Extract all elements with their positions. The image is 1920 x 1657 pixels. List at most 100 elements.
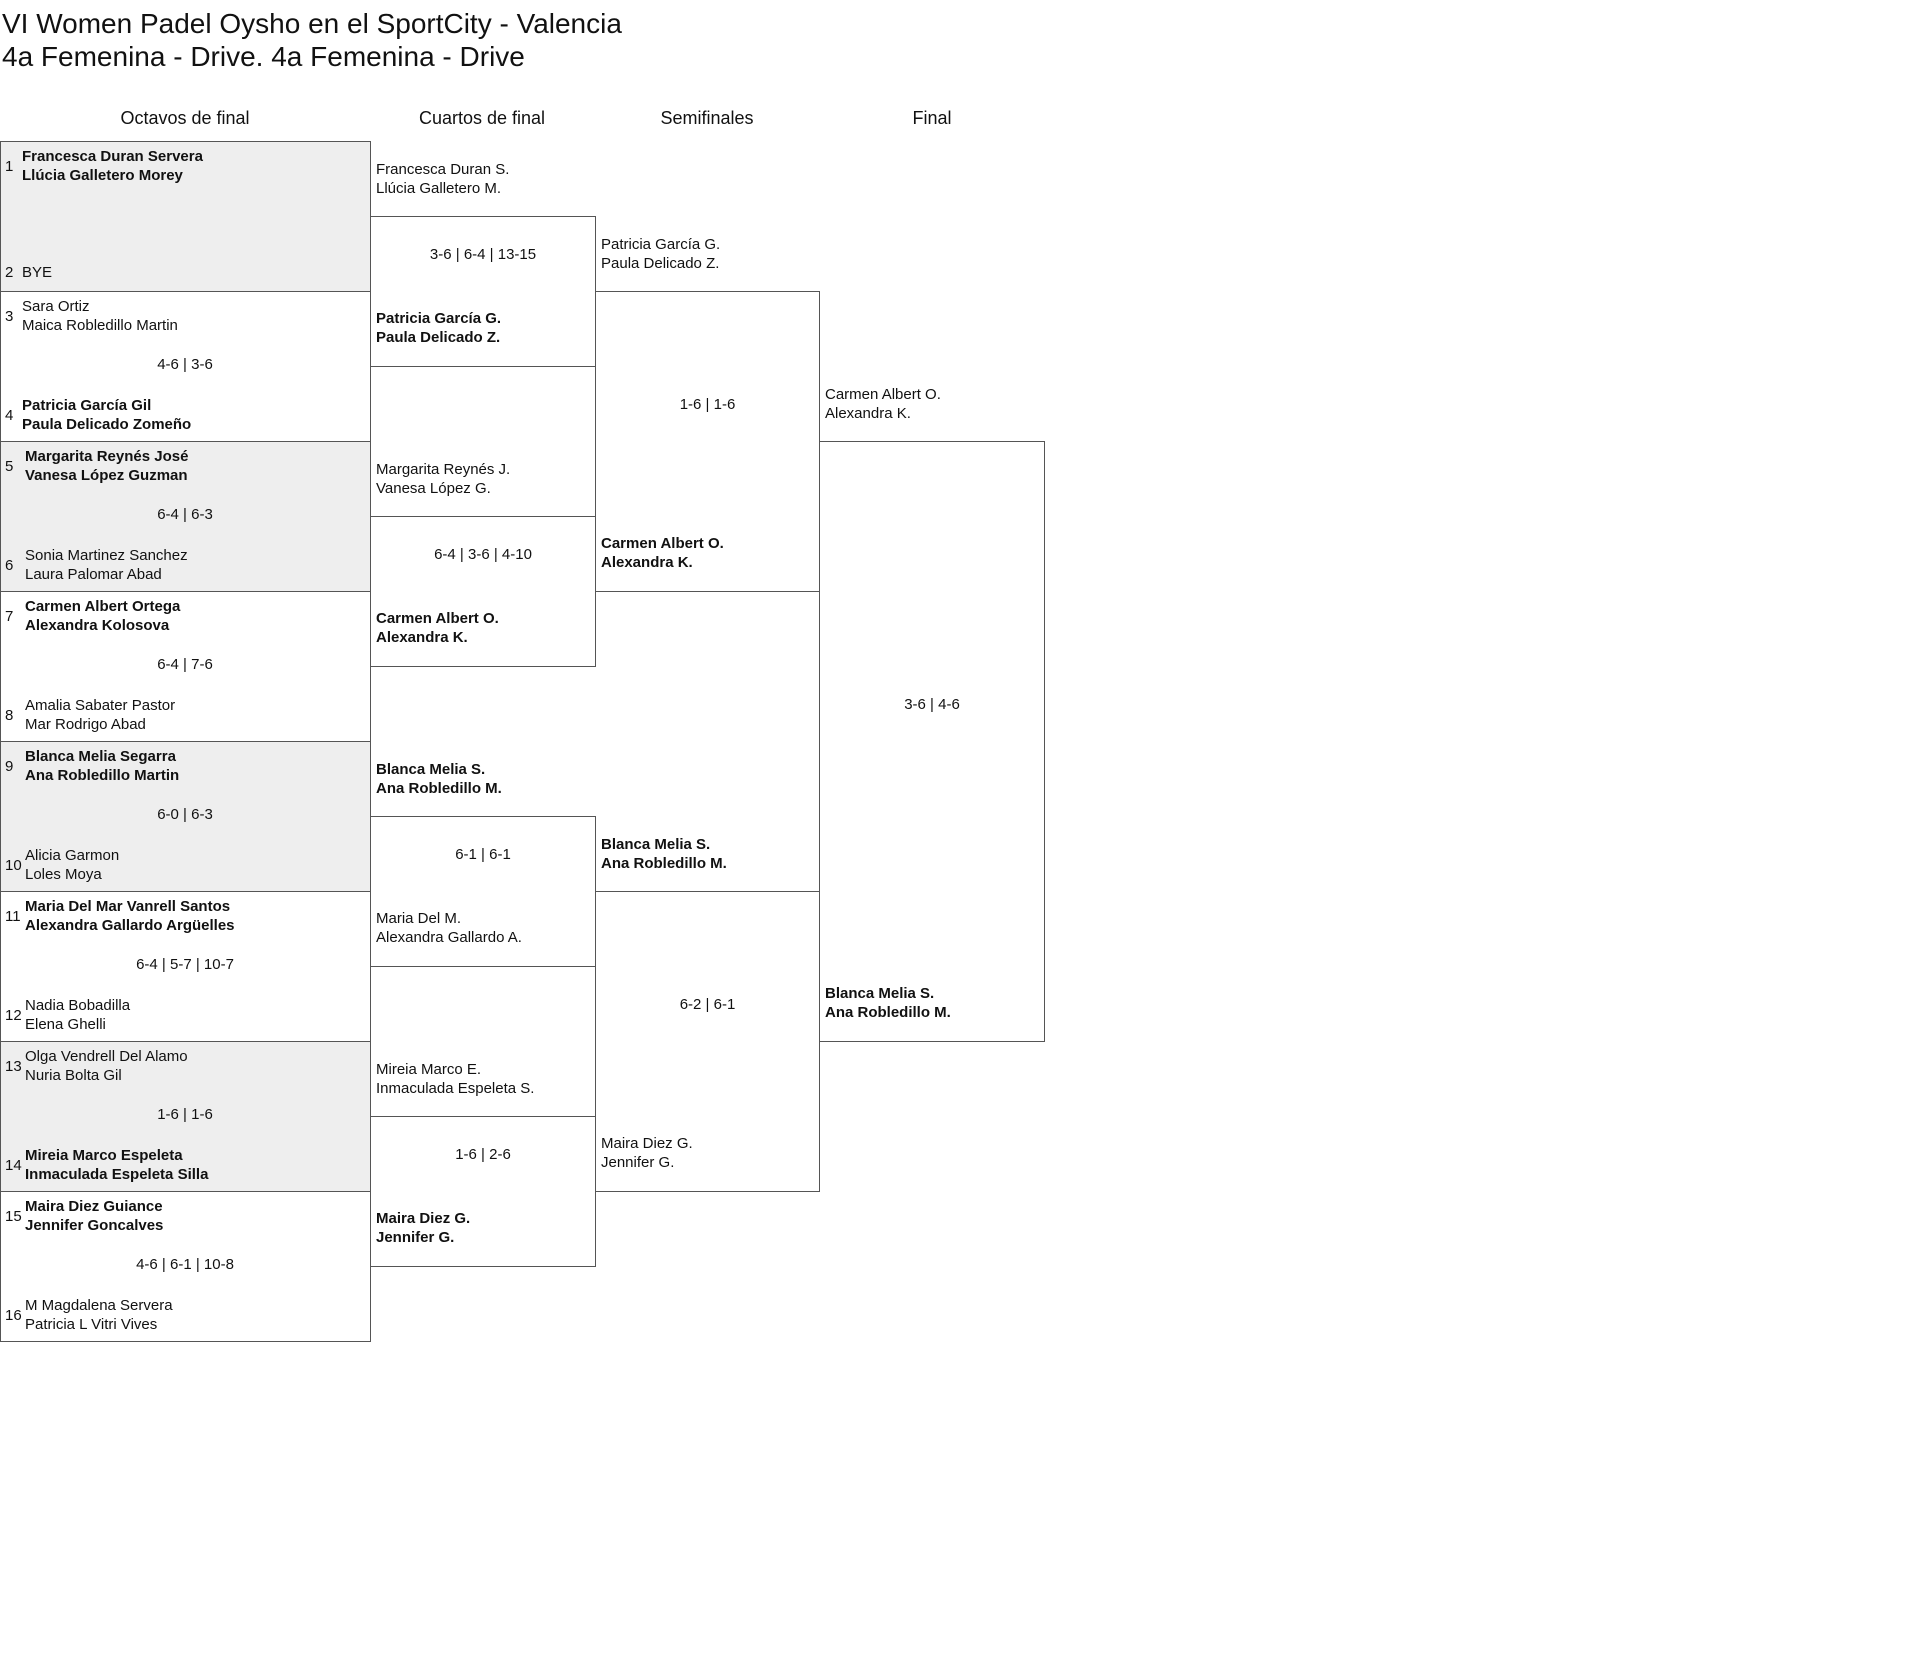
player-name[interactable]: Mar Rodrigo Abad [25, 716, 146, 733]
match-box [0, 1041, 371, 1192]
player-name[interactable]: Maria Del Mar Vanrell Santos [25, 898, 231, 915]
player-name[interactable]: Ana Robledillo M. [825, 1004, 951, 1021]
round-header-semifinales: Semifinales [660, 108, 754, 128]
player-name[interactable]: Patricia García Gil [22, 397, 152, 414]
seed-number: 16 [5, 1307, 22, 1324]
match-score: 3-6 | 6-4 | 13-15 [429, 246, 537, 263]
player-name[interactable]: Alexandra K. [825, 405, 911, 422]
player-name[interactable]: Jennifer G. [376, 1229, 455, 1246]
player-name[interactable]: Loles Moya [25, 866, 102, 883]
player-name[interactable]: Alexandra Gallardo Argüelles [25, 917, 235, 934]
seed-number: 13 [5, 1058, 22, 1075]
match-score: 6-4 | 5-7 | 10-7 [136, 956, 234, 973]
player-name[interactable]: Sara Ortiz [22, 298, 90, 315]
match-box [0, 741, 371, 892]
player-name[interactable]: Jennifer Goncalves [25, 1217, 164, 1234]
player-name[interactable]: Maira Diez G. [601, 1135, 693, 1152]
seed-number: 6 [5, 557, 14, 574]
player-name[interactable]: Sonia Martinez Sanchez [25, 547, 188, 564]
player-name[interactable]: Maria Del M. [376, 910, 462, 927]
match-box [0, 441, 371, 592]
player-name[interactable]: Blanca Melia S. [376, 761, 486, 778]
player-name[interactable]: Patricia García G. [376, 310, 502, 327]
player-name[interactable]: Ana Robledillo M. [601, 855, 727, 872]
match-score: 6-1 | 6-1 [455, 846, 511, 863]
player-name[interactable]: Alexandra Kolosova [25, 617, 170, 634]
category-subtitle: 4a Femenina - Drive. 4a Femenina - Drive [2, 41, 525, 72]
seed-number: 8 [5, 707, 14, 724]
seed-number: 4 [5, 407, 14, 424]
player-name[interactable]: Inmaculada Espeleta Silla [25, 1166, 209, 1183]
player-name[interactable]: Alicia Garmon [25, 847, 120, 864]
match-box [819, 441, 1045, 1042]
match-score: 4-6 | 6-1 | 10-8 [136, 1256, 234, 1273]
match-score: 1-6 | 1-6 [679, 396, 736, 413]
seed-number: 5 [5, 458, 14, 475]
player-name[interactable]: Mireia Marco Espeleta [25, 1147, 183, 1164]
player-name[interactable]: Nuria Bolta Gil [25, 1067, 122, 1084]
match-box [0, 141, 371, 292]
player-name[interactable]: Paula Delicado Z. [376, 329, 501, 346]
player-name[interactable]: Alexandra Gallardo A. [376, 929, 522, 946]
round-header-cuartos: Cuartos de final [418, 108, 546, 128]
player-name[interactable]: Amalia Sabater Pastor [25, 697, 176, 714]
round-header-octavos: Octavos de final [120, 108, 250, 128]
player-name[interactable]: BYE [22, 264, 53, 281]
match-score: 6-2 | 6-1 [679, 996, 736, 1013]
player-name[interactable]: M Magdalena Servera [25, 1297, 173, 1314]
player-name[interactable]: Margarita Reynés José [25, 448, 189, 465]
seed-number: 14 [5, 1157, 22, 1174]
seed-number: 10 [5, 857, 22, 874]
player-name[interactable]: Nadia Bobadilla [25, 997, 131, 1014]
player-name[interactable]: Carmen Albert Ortega [25, 598, 181, 615]
seed-number: 12 [5, 1007, 22, 1024]
player-name[interactable]: Blanca Melia Segarra [25, 748, 176, 765]
player-name[interactable]: Carmen Albert O. [825, 386, 941, 403]
player-name[interactable]: Alexandra K. [601, 554, 693, 571]
player-name[interactable]: Blanca Melia S. [825, 985, 935, 1002]
seed-number: 1 [5, 158, 14, 175]
player-name[interactable]: Paula Delicado Zomeño [22, 416, 192, 433]
match-score: 6-4 | 6-3 [157, 506, 213, 523]
match-score: 4-6 | 3-6 [157, 356, 213, 373]
player-name[interactable]: Francesca Duran Servera [22, 148, 203, 165]
seed-number: 3 [5, 308, 14, 325]
player-name[interactable]: Carmen Albert O. [376, 610, 499, 627]
match-score: 6-0 | 6-3 [157, 806, 213, 823]
player-name[interactable]: Blanca Melia S. [601, 836, 711, 853]
player-name[interactable]: Laura Palomar Abad [25, 566, 162, 583]
player-name[interactable]: Ana Robledillo Martin [25, 767, 180, 784]
player-name[interactable]: Maica Robledillo Martin [22, 317, 178, 334]
seed-number: 2 [5, 264, 14, 281]
player-name[interactable]: Mireia Marco E. [376, 1061, 482, 1078]
player-name[interactable]: Patricia García G. [601, 236, 721, 253]
player-name[interactable]: Alexandra K. [376, 629, 468, 646]
player-name[interactable]: Inmaculada Espeleta S. [376, 1080, 535, 1097]
seed-number: 11 [5, 908, 21, 925]
seed-number: 9 [5, 758, 14, 775]
player-name[interactable]: Paula Delicado Z. [601, 255, 720, 272]
tournament-title: VI Women Padel Oysho en el SportCity - V… [2, 8, 622, 39]
player-name[interactable]: Vanesa López Guzman [25, 467, 188, 484]
round-header-final: Final [912, 108, 952, 128]
player-name[interactable]: Francesca Duran S. [376, 161, 510, 178]
player-name[interactable]: Llúcia Galletero Morey [22, 167, 183, 184]
player-name[interactable]: Margarita Reynés J. [376, 461, 511, 478]
player-name[interactable]: Llúcia Galletero M. [376, 180, 502, 197]
player-name[interactable]: Olga Vendrell Del Alamo [25, 1048, 188, 1065]
player-name[interactable]: Ana Robledillo M. [376, 780, 502, 797]
match-score: 6-4 | 3-6 | 4-10 [434, 546, 532, 563]
seed-number: 15 [5, 1208, 22, 1225]
player-name[interactable]: Maira Diez G. [376, 1210, 471, 1227]
player-name[interactable]: Elena Ghelli [25, 1016, 106, 1033]
match-score: 6-4 | 7-6 [157, 656, 213, 673]
player-name[interactable]: Patricia L Vitri Vives [25, 1316, 158, 1333]
seed-number: 7 [5, 608, 14, 625]
match-score: 1-6 | 1-6 [157, 1106, 213, 1123]
player-name[interactable]: Vanesa López G. [376, 480, 491, 497]
match-score: 1-6 | 2-6 [455, 1146, 511, 1163]
player-name[interactable]: Jennifer G. [601, 1154, 675, 1171]
match-score: 3-6 | 4-6 [904, 696, 960, 713]
player-name[interactable]: Carmen Albert O. [601, 535, 724, 552]
player-name[interactable]: Maira Diez Guiance [25, 1198, 163, 1215]
